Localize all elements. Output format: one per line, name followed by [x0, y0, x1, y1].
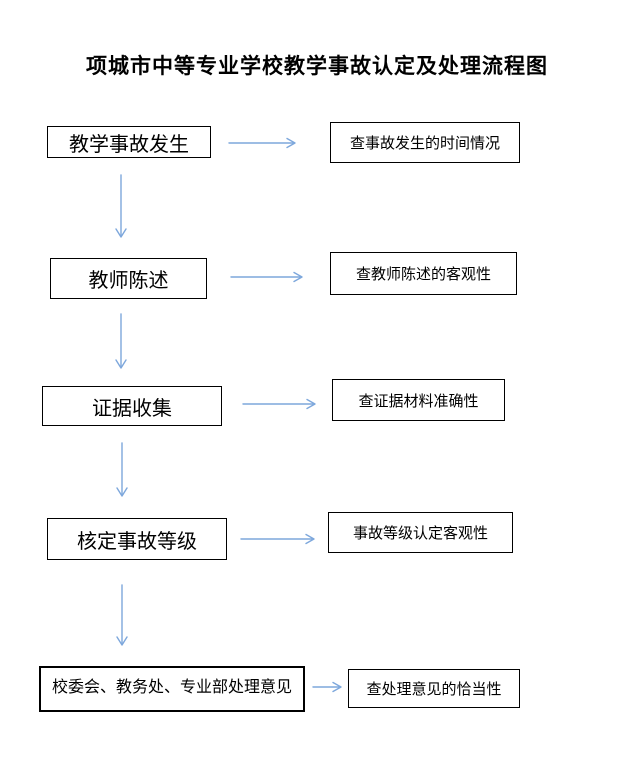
step-label: 校委会、教务处、专业部处理意见: [51, 679, 292, 696]
check-box-opinion-appropriateness: 查处理意见的恰当性: [348, 669, 520, 708]
flowchart-title: 项城市中等专业学校教学事故认定及处理流程图: [86, 54, 548, 78]
arrow-down-icon-2: [115, 313, 127, 369]
arrow-right-icon-3: [242, 398, 316, 410]
check-label: 查事故发生的时间情况: [349, 136, 500, 152]
check-box-statement-objectivity: 查教师陈述的客观性: [330, 252, 517, 295]
check-label: 查处理意见的恰当性: [366, 682, 502, 698]
step-label: 教师陈述: [88, 270, 169, 292]
step-label: 核定事故等级: [77, 530, 197, 553]
check-label: 事故等级认定客观性: [352, 526, 488, 542]
check-label: 查教师陈述的客观性: [355, 267, 491, 283]
step-box-accident-level: 核定事故等级: [47, 518, 227, 560]
check-box-accident-time: 查事故发生的时间情况: [330, 122, 520, 163]
arrow-right-icon-5: [312, 681, 342, 693]
arrow-right-icon-1: [228, 137, 296, 149]
check-box-level-objectivity: 事故等级认定客观性: [328, 512, 513, 553]
arrow-right-icon-2: [230, 271, 303, 283]
step-label: 证据收集: [92, 397, 172, 420]
step-label: 教学事故发生: [69, 133, 189, 156]
arrow-down-icon-4: [116, 584, 128, 646]
step-box-accident-occurs: 教学事故发生: [47, 126, 211, 158]
arrow-down-icon-1: [115, 174, 127, 238]
step-box-teacher-statement: 教师陈述: [50, 258, 207, 299]
check-box-evidence-accuracy: 查证据材料准确性: [332, 379, 505, 421]
step-box-evidence-collection: 证据收集: [42, 386, 222, 426]
check-label: 查证据材料准确性: [358, 393, 479, 410]
arrow-down-icon-3: [116, 442, 128, 497]
arrow-right-icon-4: [240, 533, 315, 545]
step-box-committee-opinion: 校委会、教务处、专业部处理意见: [39, 666, 305, 712]
